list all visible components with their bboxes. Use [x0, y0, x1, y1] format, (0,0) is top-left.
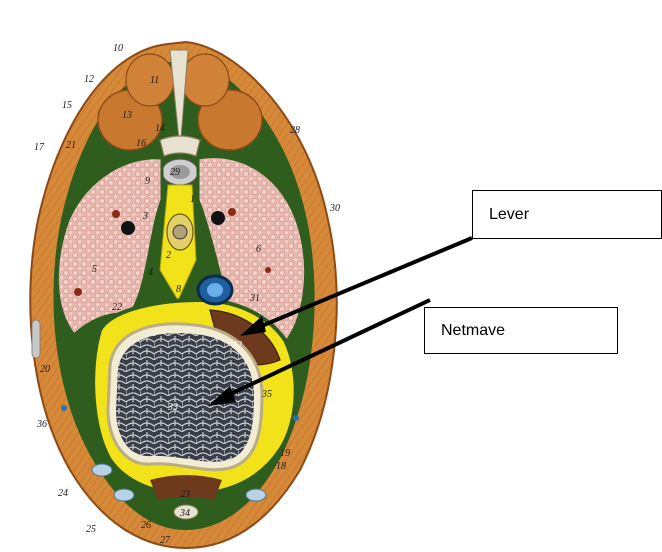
structure-number: 31: [249, 293, 260, 304]
structure-number: 8: [176, 284, 181, 295]
structure-number: 16: [136, 138, 146, 149]
structure-number: 33: [167, 402, 178, 413]
structure-number: 20: [40, 364, 50, 375]
callout-netmave: Netmave: [424, 307, 618, 354]
structure-number: 13: [122, 110, 132, 121]
structure-number: 15: [62, 100, 72, 111]
structure-number: 2: [166, 250, 171, 261]
structure-number: 23: [180, 489, 190, 500]
structure-number: 9: [145, 176, 150, 187]
structure-number: 1: [190, 194, 195, 205]
callout-label: Lever: [473, 206, 529, 224]
structure-number: 18: [276, 461, 286, 472]
structure-number: 29: [170, 167, 180, 178]
structure-number: 24: [58, 488, 68, 499]
structure-number: 27: [160, 535, 171, 546]
structure-number: 4: [148, 267, 153, 278]
structure-number: 30: [329, 203, 340, 214]
structure-number: 25: [86, 524, 96, 535]
structure-number: 21: [66, 140, 76, 151]
structure-number: 17: [34, 142, 45, 153]
structure-number: 28: [290, 125, 300, 136]
structure-number: 3: [142, 211, 148, 222]
structure-number: 34: [179, 508, 190, 519]
callout-label: Netmave: [425, 322, 505, 340]
structure-number: 10: [113, 43, 123, 54]
structure-number: 32: [231, 340, 242, 351]
structure-number: 26: [141, 520, 151, 531]
structure-number: 19: [280, 448, 290, 459]
structure-number: 5: [92, 264, 97, 275]
structure-number: 35: [261, 389, 272, 400]
structure-number: 11: [150, 75, 159, 86]
structure-number: 22: [112, 302, 122, 313]
callout-lever: Lever: [472, 190, 662, 239]
structure-number: 14: [155, 123, 165, 134]
structure-number: 36: [36, 419, 47, 430]
structure-number: 6: [256, 244, 261, 255]
structure-number: 12: [84, 74, 94, 85]
